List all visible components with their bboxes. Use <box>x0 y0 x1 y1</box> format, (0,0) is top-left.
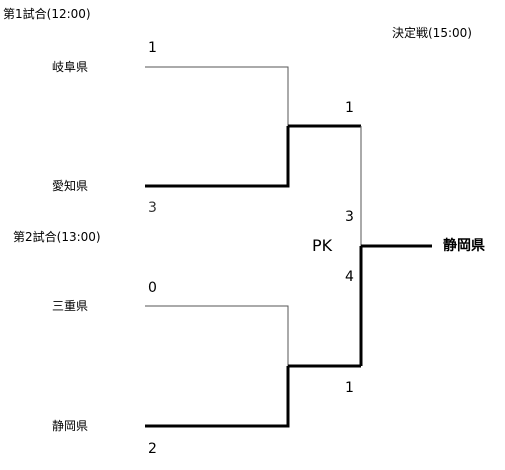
match2-team-top: 三重県 <box>52 299 89 313</box>
match2-score-bottom: 2 <box>148 441 157 457</box>
match2-score-top: 0 <box>148 280 157 296</box>
bracket-line-gifu <box>145 66 289 126</box>
final-title: 決定戦(15:00) <box>392 26 472 40</box>
bracket-line-shizuoka <box>145 366 290 428</box>
match1-team-bottom: 愛知県 <box>52 179 89 193</box>
final-score-top: 1 <box>345 100 354 116</box>
match2-title: 第2試合(13:00) <box>13 230 101 244</box>
final-pk-bottom: 4 <box>345 269 354 285</box>
match1-score-top: 1 <box>148 40 157 56</box>
final-pk-top: 3 <box>345 209 354 225</box>
final-pk-label: PK <box>312 236 333 255</box>
match1-score-bottom: 3 <box>148 200 157 216</box>
match1-team-top: 岐阜県 <box>52 60 89 74</box>
final-score-bottom: 1 <box>345 380 354 396</box>
champion-name: 静岡県 <box>443 238 485 254</box>
bracket-line-aichi <box>145 126 290 188</box>
bracket-line-mie <box>145 305 289 366</box>
match1-title: 第1試合(12:00) <box>3 7 91 21</box>
match2-team-bottom: 静岡県 <box>52 419 89 433</box>
